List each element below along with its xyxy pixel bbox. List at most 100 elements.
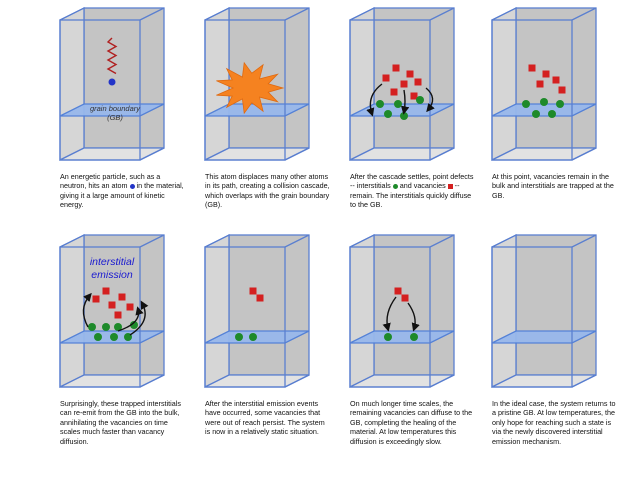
caption-panel-7: On much longer time scales, the remainin…: [350, 399, 475, 446]
box-side-face: [59, 233, 85, 389]
caption-panel-8: In the ideal case, the system returns to…: [492, 399, 617, 446]
caption-text: -- remain. The interstitials quickly dif…: [350, 181, 472, 210]
grain-boundary-plane: [349, 330, 455, 344]
gb-label: (GB): [107, 113, 123, 122]
box-edge: [349, 234, 375, 248]
crystal-box-8: [491, 233, 597, 389]
vacancy-dot: [102, 323, 110, 331]
box-front-edges: [349, 246, 431, 388]
box-edge: [204, 234, 230, 248]
box-front-edges: [204, 246, 286, 388]
box-edge: [571, 147, 597, 161]
interstitial-square: [528, 64, 536, 72]
crystal-box-3: [349, 6, 455, 162]
box-side-face: [349, 233, 375, 389]
diffusion-arrow: [82, 292, 92, 328]
interstitial-square: [558, 86, 566, 94]
diffusion-arrow: [117, 306, 144, 332]
vacancy-dot: [88, 323, 96, 331]
vacancy-dot: [400, 112, 408, 120]
particle-trajectory: [106, 37, 118, 75]
box-edge: [139, 234, 165, 248]
box-edge: [349, 7, 375, 21]
box-edge: [284, 147, 310, 161]
collision-cascade: [216, 61, 285, 115]
box-front-edges: [59, 19, 141, 161]
vacancy-dot: [548, 110, 556, 118]
grain-boundary-plane: [204, 103, 310, 117]
interstitial-emission-label: interstitial: [90, 256, 135, 268]
caption-text: At this point, vacancies remain in the b…: [492, 172, 614, 200]
box-back-face: [83, 234, 165, 376]
box-edge: [429, 147, 455, 161]
caption-text: On much longer time scales, the remainin…: [350, 399, 473, 446]
diffusion-arrow: [129, 300, 149, 336]
panel-3-contents: [366, 64, 435, 120]
box-edge: [139, 7, 165, 21]
vacancy-dot: [94, 333, 102, 341]
caption-text: An energetic particle, such as a neutron…: [60, 172, 161, 191]
grain-boundary-plane: [59, 103, 165, 117]
interstitial-square-icon: [447, 184, 453, 189]
interstitial-square: [401, 294, 409, 302]
vacancy-dot: [110, 333, 118, 341]
box-front-edges: [491, 19, 573, 161]
caption-text: After the cascade settles, point defects…: [350, 172, 474, 191]
interstitial-square: [542, 70, 550, 78]
interstitial-square: [536, 80, 544, 88]
box-edge: [204, 7, 230, 21]
panel-6-contents: [235, 287, 264, 341]
particle-atom: [108, 78, 116, 86]
box-side-face: [349, 6, 375, 162]
interstitial-square: [394, 287, 402, 295]
box-edge: [284, 234, 310, 248]
caption-panel-6: After the interstitial emission events h…: [205, 399, 330, 437]
interstitial-square: [400, 80, 408, 88]
interstitial-square: [118, 293, 126, 301]
box-side-face: [204, 233, 230, 389]
vacancy-dot-icon: [392, 184, 398, 189]
vacancy-dot: [522, 100, 530, 108]
vacancy-dot: [376, 100, 384, 108]
diffusion-arrow: [425, 87, 435, 113]
vacancy-dot: [416, 96, 424, 104]
box-edge: [139, 374, 165, 388]
panel-2-contents: [216, 61, 285, 115]
box-back-face: [228, 234, 310, 376]
gb-label: grain boundary: [90, 104, 141, 113]
caption-text: After the interstitial emission events h…: [205, 399, 325, 437]
vacancy-dot: [114, 323, 122, 331]
diffusion-arrow: [366, 83, 383, 117]
box-back-face: [83, 7, 165, 149]
crystal-box-7: [349, 233, 455, 389]
caption-text: In the ideal case, the system returns to…: [492, 399, 616, 446]
grain-boundary-plane: [491, 330, 597, 344]
interstitial-square: [392, 64, 400, 72]
box-edge: [139, 147, 165, 161]
caption-text: and vacancies: [397, 181, 448, 191]
box-edge: [571, 234, 597, 248]
vacancy-dot: [384, 333, 392, 341]
box-front-edges: [491, 246, 573, 388]
interstitial-square: [390, 88, 398, 96]
caption-text: in the material, giving it a large amoun…: [60, 181, 184, 210]
interstitial-square: [126, 303, 134, 311]
diffusion-arrow: [400, 89, 410, 115]
box-edge: [429, 234, 455, 248]
box-front-edges: [59, 246, 141, 388]
panel-4-contents: [522, 64, 566, 118]
caption-panel-2: This atom displaces many other atoms in …: [205, 172, 330, 210]
interstitial-square: [256, 294, 264, 302]
vacancy-dot: [394, 100, 402, 108]
box-edge: [571, 374, 597, 388]
interstitial-square: [552, 76, 560, 84]
box-back-face: [515, 234, 597, 376]
vacancy-dot: [384, 110, 392, 118]
panel-1-contents: grain boundary(GB): [90, 37, 141, 122]
box-edge: [284, 374, 310, 388]
vacancy-dot: [532, 110, 540, 118]
vacancy-dot: [130, 321, 138, 329]
caption-text: This atom displaces many other atoms in …: [205, 172, 330, 210]
box-edge: [284, 7, 310, 21]
